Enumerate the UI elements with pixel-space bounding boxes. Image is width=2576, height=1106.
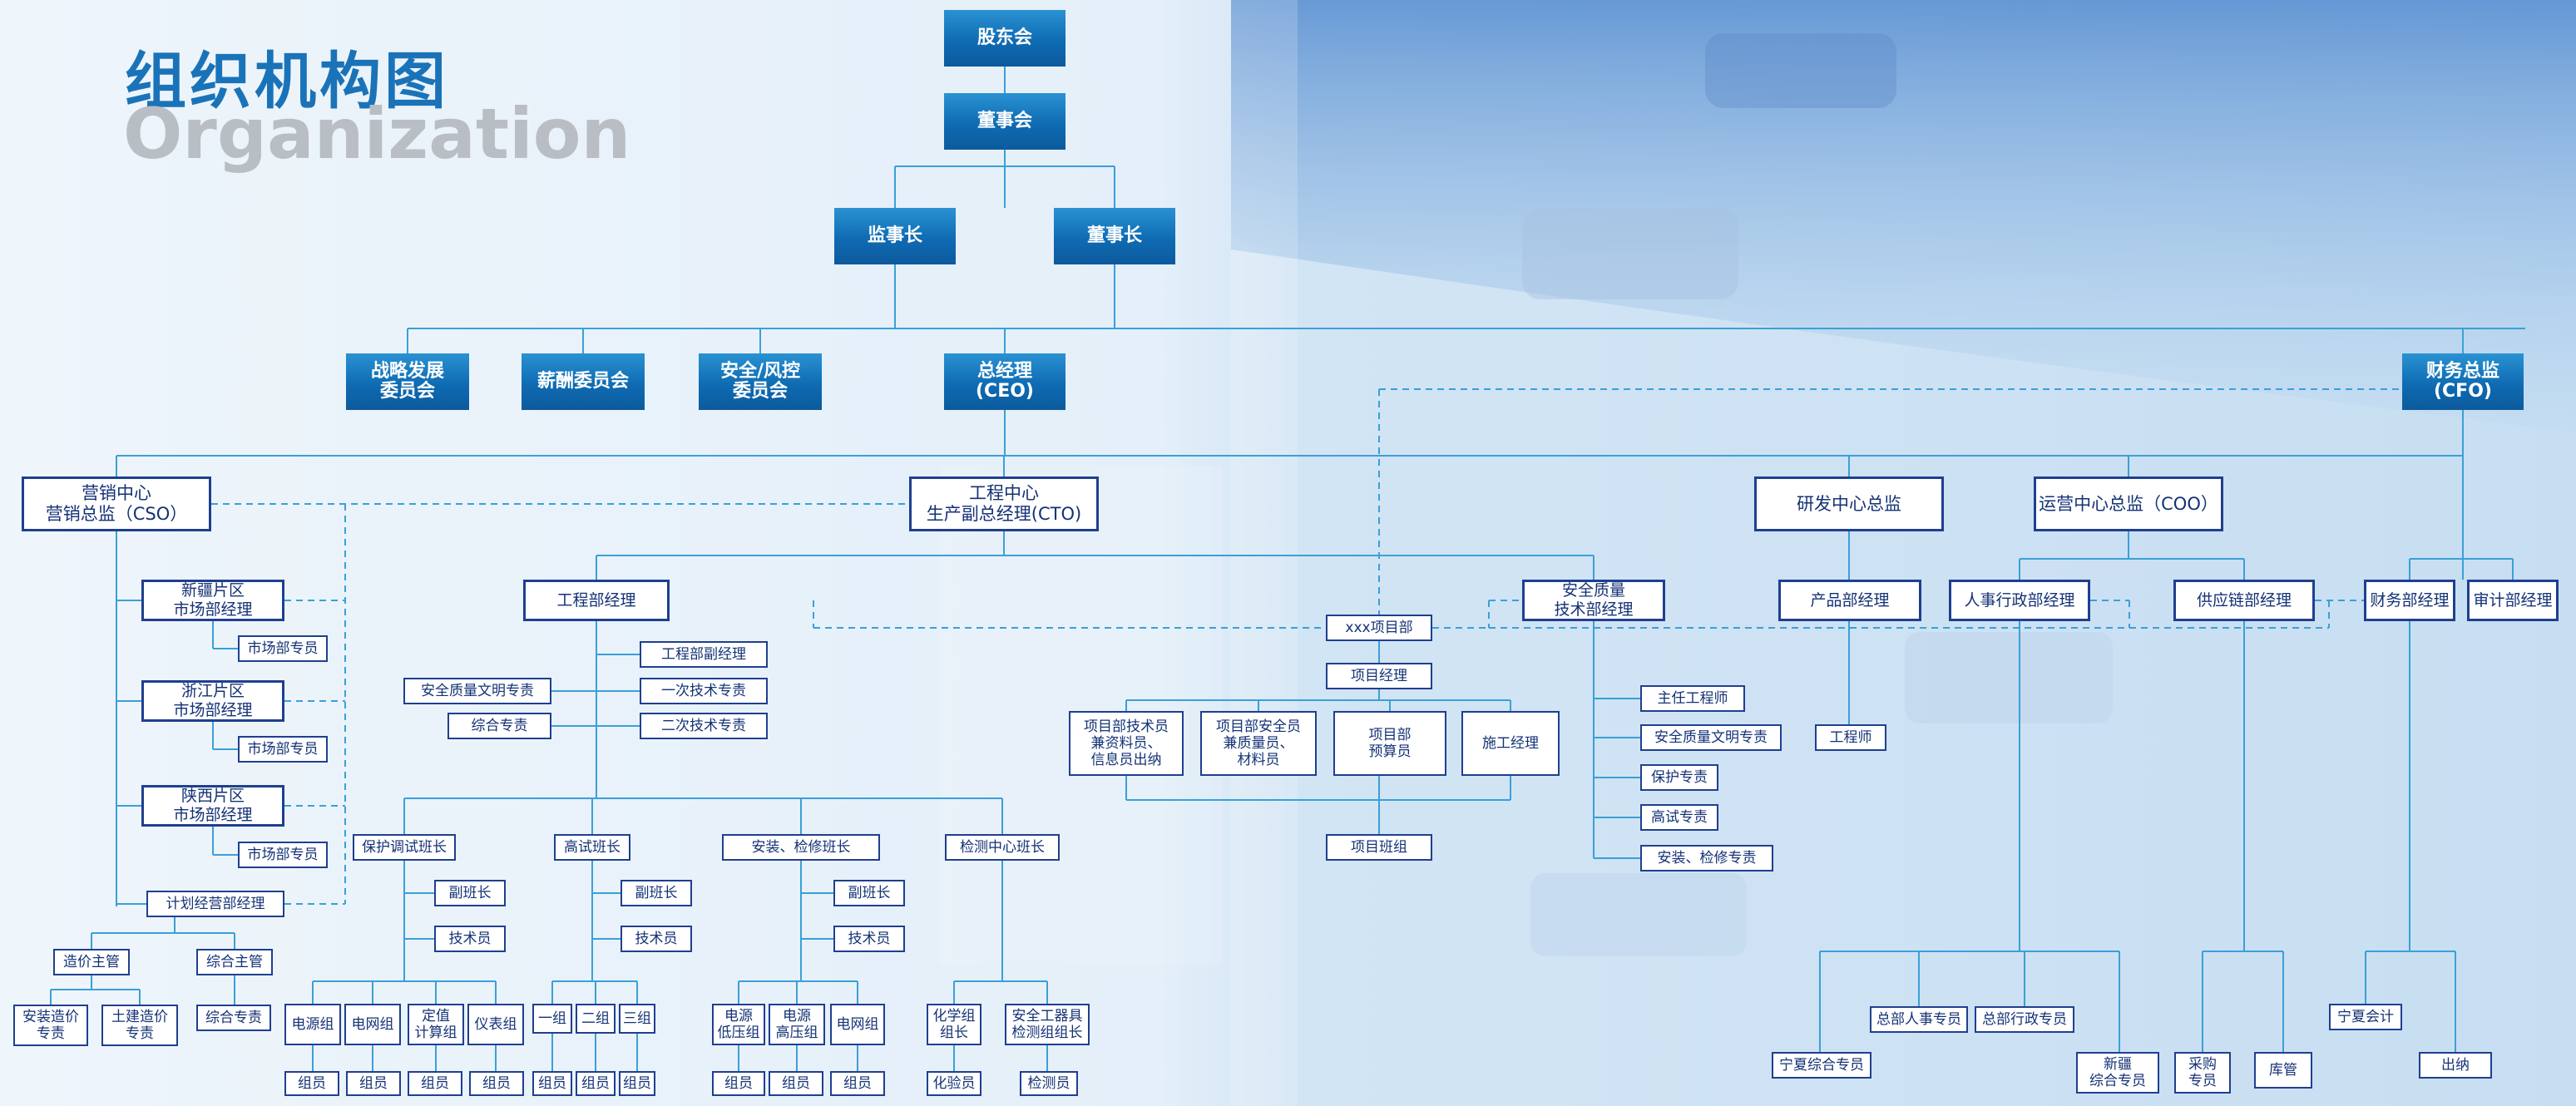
- node-zhejiang-manager[interactable]: 浙江片区 市场部经理: [141, 680, 284, 722]
- node-market-staff-2[interactable]: 市场部专员: [238, 736, 328, 763]
- node-ningxia-accountant[interactable]: 宁夏会计: [2329, 1004, 2402, 1030]
- node-member-2[interactable]: 组员: [346, 1071, 401, 1096]
- node-strategy-committee[interactable]: 战略发展 委员会: [346, 353, 469, 410]
- node-audit-manager[interactable]: 审计部经理: [2467, 580, 2559, 621]
- node-purchasing-staff[interactable]: 采购 专员: [2174, 1052, 2231, 1094]
- node-member-9[interactable]: 组员: [769, 1071, 823, 1096]
- node-engineering-manager[interactable]: 工程部经理: [523, 580, 670, 621]
- node-chem-group-lead[interactable]: 化学组 组长: [927, 1004, 981, 1045]
- node-project-technician[interactable]: 项目部技术员 兼资料员、 信息员出纳: [1069, 711, 1184, 776]
- node-coo[interactable]: 运营中心总监（COO）: [2034, 476, 2223, 531]
- node-qa-civil-staff[interactable]: 安全质量文明专责: [1640, 724, 1782, 751]
- node-member-5[interactable]: 组员: [532, 1071, 572, 1096]
- node-ningxia-general[interactable]: 宁夏综合专员: [1772, 1052, 1871, 1079]
- node-board[interactable]: 董事会: [944, 93, 1066, 150]
- node-hv-power-group[interactable]: 电源 高压组: [769, 1004, 825, 1045]
- node-member-1[interactable]: 组员: [284, 1071, 339, 1096]
- node-member-4[interactable]: 组员: [469, 1071, 524, 1096]
- node-project-manager[interactable]: 项目经理: [1326, 663, 1432, 689]
- node-member-7[interactable]: 组员: [619, 1071, 655, 1096]
- node-tech-3[interactable]: 技术员: [833, 926, 905, 952]
- node-cost-lead[interactable]: 造价主管: [53, 949, 130, 975]
- node-project-team[interactable]: 项目班组: [1326, 834, 1432, 861]
- node-tech-2[interactable]: 技术员: [621, 926, 692, 952]
- node-market-staff-3[interactable]: 市场部专员: [238, 842, 328, 868]
- node-cto[interactable]: 工程中心 生产副总经理(CTO): [909, 476, 1099, 531]
- node-protection-staff[interactable]: 保护专责: [1640, 764, 1718, 791]
- node-group-3[interactable]: 三组: [619, 1004, 655, 1034]
- node-primary-tech[interactable]: 一次技术专责: [640, 678, 768, 704]
- node-deputy-1[interactable]: 副班长: [434, 880, 506, 906]
- node-inspector[interactable]: 检测员: [1020, 1071, 1078, 1096]
- node-group-2[interactable]: 二组: [576, 1004, 616, 1034]
- node-install-staff[interactable]: 安装、检修专责: [1640, 845, 1773, 871]
- node-grid-group[interactable]: 电网组: [344, 1004, 401, 1045]
- node-hr-admin-manager[interactable]: 人事行政部经理: [1949, 580, 2090, 621]
- node-safety-civil-staff[interactable]: 安全质量文明专责: [403, 678, 551, 704]
- node-salary-committee[interactable]: 薪酬委员会: [522, 353, 645, 410]
- node-power-group[interactable]: 电源组: [284, 1004, 341, 1045]
- node-rd-director[interactable]: 研发中心总监: [1754, 476, 1944, 531]
- node-member-8[interactable]: 组员: [712, 1071, 765, 1096]
- node-hq-admin-staff[interactable]: 总部行政专员: [1975, 1006, 2074, 1033]
- node-quota-group[interactable]: 定值 计算组: [408, 1004, 464, 1045]
- node-construction-manager[interactable]: 施工经理: [1461, 711, 1560, 776]
- node-quality-manager[interactable]: 安全质量 技术部经理: [1522, 580, 1665, 621]
- node-tech-1[interactable]: 技术员: [434, 926, 506, 952]
- node-chairman[interactable]: 董事长: [1054, 208, 1175, 264]
- node-hv-test-staff[interactable]: 高试专责: [1640, 804, 1718, 831]
- node-general-lead[interactable]: 综合主管: [196, 949, 273, 975]
- node-install-cost[interactable]: 安装造价 专责: [13, 1005, 88, 1046]
- node-protection-lead[interactable]: 保护调试班长: [353, 834, 456, 861]
- node-project-budget[interactable]: 项目部 预算员: [1333, 711, 1446, 776]
- node-general-staff[interactable]: 综合专责: [196, 1005, 271, 1031]
- node-deputy-3[interactable]: 副班长: [833, 880, 905, 906]
- node-cfo[interactable]: 财务总监 (CFO): [2402, 353, 2524, 410]
- node-finance-manager[interactable]: 财务部经理: [2364, 580, 2455, 621]
- node-general-staff-2[interactable]: 综合专责: [447, 713, 551, 739]
- node-market-staff-1[interactable]: 市场部专员: [238, 635, 328, 662]
- chart-title-english: Organization: [123, 93, 631, 175]
- node-hv-test-lead[interactable]: 高试班长: [554, 834, 630, 861]
- node-planning-manager[interactable]: 计划经营部经理: [146, 891, 284, 917]
- chart-title-chinese: 组织机构图: [125, 46, 449, 117]
- node-warehouse-manager[interactable]: 库管: [2254, 1052, 2312, 1089]
- node-cashier[interactable]: 出纳: [2419, 1052, 2492, 1079]
- node-deputy-2[interactable]: 副班长: [621, 880, 692, 906]
- node-supervisor[interactable]: 监事长: [834, 208, 956, 264]
- node-secondary-tech[interactable]: 二次技术专责: [640, 713, 768, 739]
- node-supply-chain-manager[interactable]: 供应链部经理: [2173, 580, 2315, 621]
- node-safety-committee[interactable]: 安全/风控 委员会: [699, 353, 822, 410]
- node-product-manager[interactable]: 产品部经理: [1778, 580, 1921, 621]
- node-member-10[interactable]: 组员: [830, 1071, 885, 1096]
- node-member-6[interactable]: 组员: [576, 1071, 616, 1096]
- node-xinjiang-manager[interactable]: 新疆片区 市场部经理: [141, 580, 284, 621]
- node-grid-group-2[interactable]: 电网组: [830, 1004, 885, 1045]
- node-lv-power-group[interactable]: 电源 低压组: [712, 1004, 765, 1045]
- node-xinjiang-general[interactable]: 新疆 综合专员: [2076, 1052, 2159, 1094]
- node-shareholders[interactable]: 股东会: [944, 10, 1066, 67]
- node-safety-tool-lead[interactable]: 安全工器具 检测组组长: [1005, 1004, 1090, 1045]
- node-engineer[interactable]: 工程师: [1815, 724, 1886, 751]
- node-project-safety[interactable]: 项目部安全员 兼质量员、 材料员: [1200, 711, 1317, 776]
- node-group-1[interactable]: 一组: [532, 1004, 572, 1034]
- node-civil-cost[interactable]: 土建造价 专责: [101, 1005, 178, 1046]
- node-install-lead[interactable]: 安装、检修班长: [722, 834, 880, 861]
- node-engineering-deputy[interactable]: 工程部副经理: [640, 641, 768, 668]
- node-project-department[interactable]: xxx项目部: [1326, 615, 1432, 641]
- node-member-3[interactable]: 组员: [408, 1071, 462, 1096]
- node-lab-tech[interactable]: 化验员: [927, 1071, 981, 1096]
- node-shaanxi-manager[interactable]: 陕西片区 市场部经理: [141, 785, 284, 827]
- node-instrument-group[interactable]: 仪表组: [467, 1004, 524, 1045]
- node-chief-engineer[interactable]: 主任工程师: [1640, 685, 1745, 712]
- node-test-center-lead[interactable]: 检测中心班长: [945, 834, 1060, 861]
- node-hq-hr-staff[interactable]: 总部人事专员: [1870, 1006, 1968, 1033]
- node-cso[interactable]: 营销中心 营销总监（CSO）: [22, 476, 211, 531]
- node-ceo[interactable]: 总经理 (CEO): [944, 353, 1066, 410]
